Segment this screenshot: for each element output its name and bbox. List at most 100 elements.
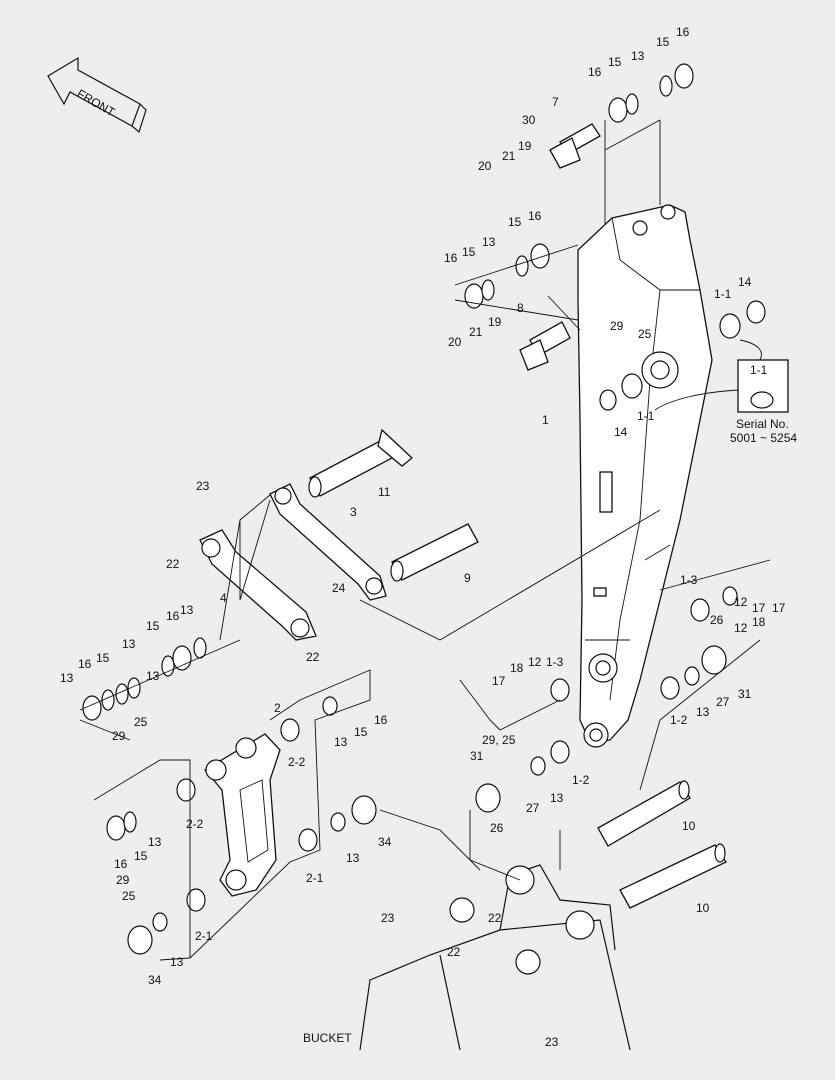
callout-label: 31: [738, 687, 752, 701]
callout-label: 16: [114, 857, 128, 871]
callout-label: 2-2: [288, 755, 306, 769]
front-arrow-label: FRONT: [75, 86, 118, 119]
washer-stack-mid: [464, 243, 550, 309]
callout-label: 25: [122, 889, 136, 903]
callout-label: 18: [752, 615, 766, 629]
callout-label: 23: [381, 911, 395, 925]
callout-label: 22: [166, 557, 180, 571]
callout-label: 15: [354, 725, 368, 739]
callout-label: 16: [374, 713, 388, 727]
callout-label: 20: [478, 159, 492, 173]
pin-9: [390, 523, 479, 582]
callout-label: 15: [146, 619, 160, 633]
link-2: [204, 733, 281, 897]
callout-label: 13: [631, 49, 645, 63]
callout-label: 29, 25: [482, 733, 516, 747]
callout-label: 23: [545, 1035, 559, 1049]
callout-label: 13: [696, 705, 710, 719]
callout-label: 34: [378, 835, 392, 849]
callout-label: 23: [196, 479, 210, 493]
callout-label: 16: [78, 657, 92, 671]
callout-label: 25: [638, 327, 652, 341]
callout-label: 30: [522, 113, 536, 127]
callout-label: 15: [134, 849, 148, 863]
inset-part-label: 1-1: [750, 363, 768, 377]
callout-label: 10: [696, 901, 710, 915]
arm-body: [577, 204, 713, 748]
callout-label: 9: [464, 571, 471, 585]
callouts: 16 15 13 16 15 7 30 21 19 20 15 16 13 16…: [60, 25, 786, 1049]
callout-label: 3: [350, 505, 357, 519]
inset-serial-line1: Serial No.: [736, 417, 789, 431]
callout-label: 13: [122, 637, 136, 651]
callout-label: 16: [444, 251, 458, 265]
callout-label: 2-1: [195, 929, 213, 943]
callout-label: 13: [482, 235, 496, 249]
callout-label: 22: [447, 945, 461, 959]
callout-label: 1-3: [680, 573, 698, 587]
pin-11: [308, 428, 413, 498]
callout-label: 15: [608, 55, 622, 69]
callout-label: 19: [488, 315, 502, 329]
callout-label: 27: [716, 695, 730, 709]
callout-label: 12: [734, 595, 748, 609]
callout-label: 7: [552, 95, 559, 109]
callout-label: 15: [96, 651, 110, 665]
pin-10-upper: [597, 780, 691, 847]
callout-label: 16: [528, 209, 542, 223]
callout-label: 1-3: [546, 655, 564, 669]
callout-label: 4: [220, 591, 227, 605]
callout-label: 34: [148, 973, 162, 987]
front-arrow: FRONT: [47, 56, 147, 134]
callout-label: 1-1: [714, 287, 732, 301]
inset-serial-line2: 5001 ~ 5254: [730, 431, 797, 445]
callout-label: 17: [492, 674, 506, 688]
callout-label: 2-2: [186, 817, 204, 831]
callout-label: 12: [734, 621, 748, 635]
callout-label: 1-2: [670, 713, 688, 727]
callout-label: 22: [488, 911, 502, 925]
pin-7: [549, 123, 601, 169]
link-3: [269, 483, 387, 601]
callout-label: 29: [610, 319, 624, 333]
leader-lines: [79, 119, 771, 961]
callout-label: 1-1: [637, 409, 655, 423]
callout-label: 2: [274, 701, 281, 715]
callout-label: 13: [180, 603, 194, 617]
callout-label: 13: [146, 669, 160, 683]
callout-label: 11: [378, 485, 391, 499]
callout-label: 13: [170, 955, 184, 969]
callout-label: 26: [710, 613, 724, 627]
callout-label: 31: [470, 749, 484, 763]
callout-label: 1-2: [572, 773, 590, 787]
callout-label: 20: [448, 335, 462, 349]
callout-label: 29: [116, 873, 130, 887]
pin-10-lower: [619, 843, 727, 909]
callout-label: 17: [772, 601, 786, 615]
callout-label: 10: [682, 819, 696, 833]
callout-label: 19: [518, 139, 532, 153]
callout-label: 25: [134, 715, 148, 729]
bucket: [359, 864, 631, 1051]
callout-label: 27: [526, 801, 540, 815]
callout-label: 8: [517, 301, 524, 315]
callout-label: 12: [528, 655, 542, 669]
callout-label: 16: [166, 609, 180, 623]
callout-label: 15: [508, 215, 522, 229]
callout-label: 2-1: [306, 871, 324, 885]
callout-label: 16: [676, 25, 690, 39]
callout-label: 21: [502, 149, 516, 163]
callout-label: 18: [510, 661, 524, 675]
bushings: [106, 300, 766, 955]
callout-label: 13: [550, 791, 564, 805]
callout-label: 14: [614, 425, 628, 439]
callout-label: 15: [656, 35, 670, 49]
callout-label: 1: [542, 413, 549, 427]
washer-stack-top: [608, 63, 694, 123]
pin-8: [519, 321, 571, 371]
callout-label: 15: [462, 245, 476, 259]
callout-label: 13: [60, 671, 74, 685]
bucket-label: BUCKET: [303, 1031, 352, 1045]
callout-label: 13: [148, 835, 162, 849]
